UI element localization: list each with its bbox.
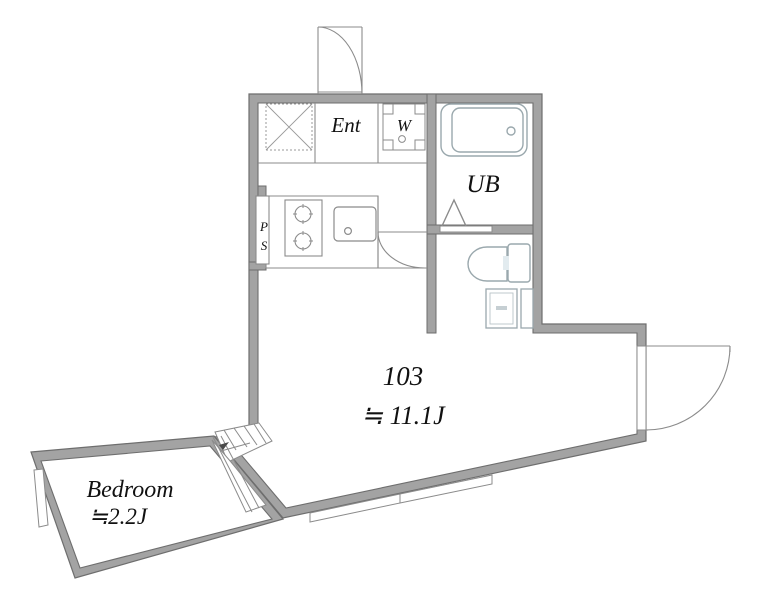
label-bedroom-area: ≒2.2J (89, 504, 149, 529)
stair-stringer-outer (212, 436, 253, 513)
living-sliding-window (309, 474, 493, 523)
vanity-cabinet (485, 288, 534, 329)
stair-stringer-inner (220, 435, 260, 509)
sliding-window-pane-right (399, 474, 493, 504)
washing-machine-space (382, 103, 426, 151)
stair-tread-5 (220, 442, 251, 452)
bathtub-inner (451, 107, 524, 153)
sink-basin (333, 206, 377, 242)
staircase (211, 422, 273, 513)
vanity-cabinet-inner (489, 292, 514, 325)
stair-direction-arrow (219, 442, 229, 450)
room-labels: 103 ≒ 11.1J Bedroom ≒2.2J UB Ent W P S (86, 113, 499, 529)
washer-corner-tr (414, 103, 426, 115)
unit-bath-door-fold (441, 198, 467, 227)
toilet (467, 243, 531, 283)
label-unit-bath: UB (466, 171, 499, 198)
balcony-door-swing-arc (645, 345, 731, 431)
entrance-door (317, 26, 363, 95)
label-pipe-shaft-p: P (259, 219, 268, 234)
living-door (377, 231, 426, 269)
partition-bath-vertical (426, 93, 437, 334)
unit-bath-door (439, 198, 493, 233)
kitchen-sink (333, 206, 377, 242)
bathtub (440, 103, 528, 157)
stove-burner-top (294, 205, 312, 223)
vanity-side-panel (520, 288, 534, 329)
bedroom-window-pane (33, 468, 49, 528)
right-window-pane (636, 345, 647, 431)
stove-burner-marks (293, 204, 313, 251)
stair-run-lower (211, 439, 267, 513)
washer-drain-icon (398, 135, 406, 143)
label-main-room-number: 103 (383, 361, 424, 391)
gas-stove-two-burner (284, 199, 323, 257)
washer-corner-br (414, 139, 426, 151)
label-bedroom: Bedroom (86, 477, 173, 503)
shoe-closet-x2 (265, 103, 313, 151)
shoe-closet (265, 103, 313, 151)
toilet-tank (507, 243, 531, 283)
bedroom-window (33, 468, 49, 528)
stair-tread-2 (233, 427, 248, 448)
stove-burner-bottom (294, 232, 312, 250)
sink-drain-icon (344, 227, 353, 236)
label-washer: W (397, 116, 413, 135)
balcony-door (645, 345, 731, 431)
stair-tread-1 (223, 429, 237, 451)
label-entrance: Ent (330, 113, 361, 137)
label-main-room-area: ≒ 11.1J (361, 401, 446, 430)
unit-bath-threshold (439, 225, 493, 233)
stair-tread-3 (243, 425, 258, 446)
toilet-seat-gap (503, 256, 509, 270)
vanity-cabinet-handle (496, 306, 507, 310)
bathtub-drain-icon (506, 126, 516, 136)
washer-corner-tl (382, 103, 394, 115)
stair-tread-4 (253, 423, 267, 444)
washer-corner-bl (382, 139, 394, 151)
label-pipe-shaft-s: S (261, 238, 268, 253)
toilet-bowl (467, 246, 508, 282)
bedroom-inner-wall (40, 445, 273, 569)
main-room-right-window (636, 345, 647, 431)
shoe-closet-box (265, 103, 313, 151)
living-door-swing-arc (377, 231, 426, 269)
entrance-door-swing-arc (317, 26, 363, 95)
pipe-shaft (255, 195, 270, 265)
pipe-shaft-box (255, 195, 270, 265)
